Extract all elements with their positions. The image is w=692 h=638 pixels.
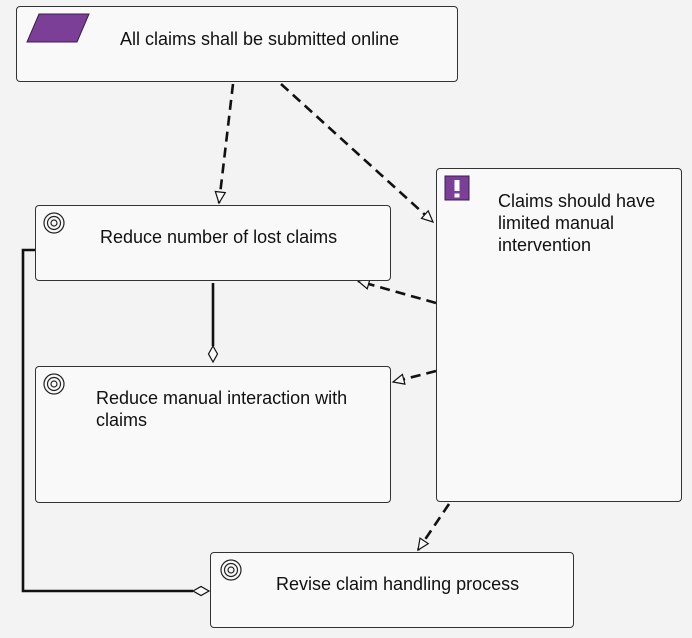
goal-node-manual-interaction[interactable]: Reduce manual interaction with claims [35, 366, 391, 503]
aggregation-lost-claims-to-revise-process[interactable] [21, 248, 193, 591]
goal-target-icon [43, 373, 65, 395]
goal-target-icon [43, 212, 65, 234]
constraint-parallelogram-icon [26, 13, 90, 43]
goal-label-revise-process: Revise claim handling process [276, 574, 520, 594]
realization-principle-to-revise-process[interactable] [416, 503, 451, 552]
realization-principle-to-lost-claims[interactable] [356, 278, 437, 305]
realization-constraint-to-principle[interactable] [280, 83, 435, 223]
realization-principle-to-manual-interaction[interactable] [391, 369, 437, 385]
principle-node[interactable]: Claims should have limited manual interv… [436, 168, 682, 502]
constraint-node[interactable]: All claims shall be submitted online [16, 6, 458, 82]
goal-label-lost-claims: Reduce number of lost claims [100, 227, 338, 247]
goal-node-revise-process[interactable]: Revise claim handling process [210, 552, 574, 628]
goal-target-icon [220, 559, 242, 581]
goal-label-manual-interaction: Reduce manual interaction with claims [96, 388, 348, 430]
principle-exclamation-icon [444, 175, 470, 201]
principle-label: Claims should have limited manual interv… [498, 191, 656, 255]
realization-constraint-to-lost-claims[interactable] [214, 83, 235, 205]
constraint-label: All claims shall be submitted online [120, 29, 400, 49]
goal-node-lost-claims[interactable]: Reduce number of lost claims [35, 205, 391, 281]
